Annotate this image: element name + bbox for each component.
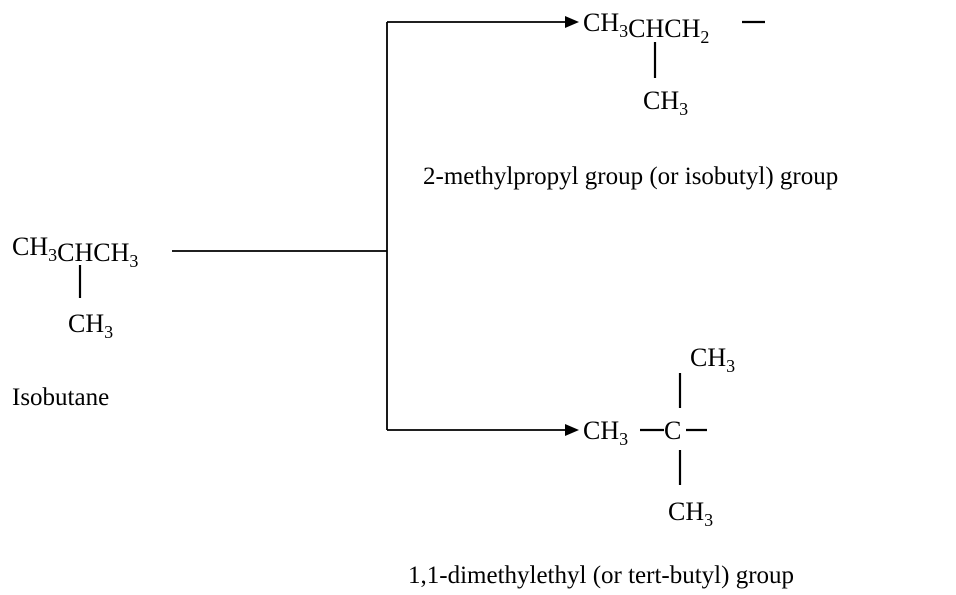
- isobutyl-formula: CH3CHCH2: [583, 8, 709, 47]
- formula-segment: CH: [643, 86, 679, 115]
- formula-segment: CH: [690, 343, 726, 372]
- isobutane-label: Isobutane: [12, 384, 109, 411]
- tert-butyl-lower-methyl: CH3: [668, 497, 713, 530]
- tert-butyl-label: 1,1-dimethylethyl (or tert-butyl) group: [408, 562, 794, 589]
- subscript: 3: [679, 99, 688, 119]
- subscript: 3: [48, 245, 57, 265]
- subscript: 3: [619, 429, 628, 449]
- arrow-top-head: [565, 16, 579, 28]
- subscript: 2: [700, 27, 709, 47]
- tert-butyl-upper-methyl: CH3: [690, 343, 735, 376]
- formula-segment: CH: [583, 8, 619, 37]
- isobutyl-label: 2-methylpropyl group (or isobutyl) group: [423, 163, 838, 190]
- isobutane-formula: CH3CHCH3: [12, 232, 138, 271]
- formula-segment: CH: [68, 309, 104, 338]
- subscript: 3: [104, 322, 113, 342]
- formula-segment: C: [664, 416, 681, 445]
- tert-butyl-central-carbon: C: [664, 416, 681, 445]
- formula-segment: CH: [583, 416, 619, 445]
- subscript: 3: [129, 251, 138, 271]
- formula-segment: CHCH: [628, 14, 700, 43]
- formula-segment: CH: [12, 232, 48, 261]
- subscript: 3: [704, 510, 713, 530]
- formula-segment: CHCH: [57, 238, 129, 267]
- isobutane-branch-methyl: CH3: [68, 309, 113, 342]
- isobutyl-branch-methyl: CH3: [643, 86, 688, 119]
- formula-segment: CH: [668, 497, 704, 526]
- arrow-bottom-head: [565, 424, 579, 436]
- subscript: 3: [726, 356, 735, 376]
- tert-butyl-left-methyl: CH3: [583, 416, 628, 449]
- subscript: 3: [619, 21, 628, 41]
